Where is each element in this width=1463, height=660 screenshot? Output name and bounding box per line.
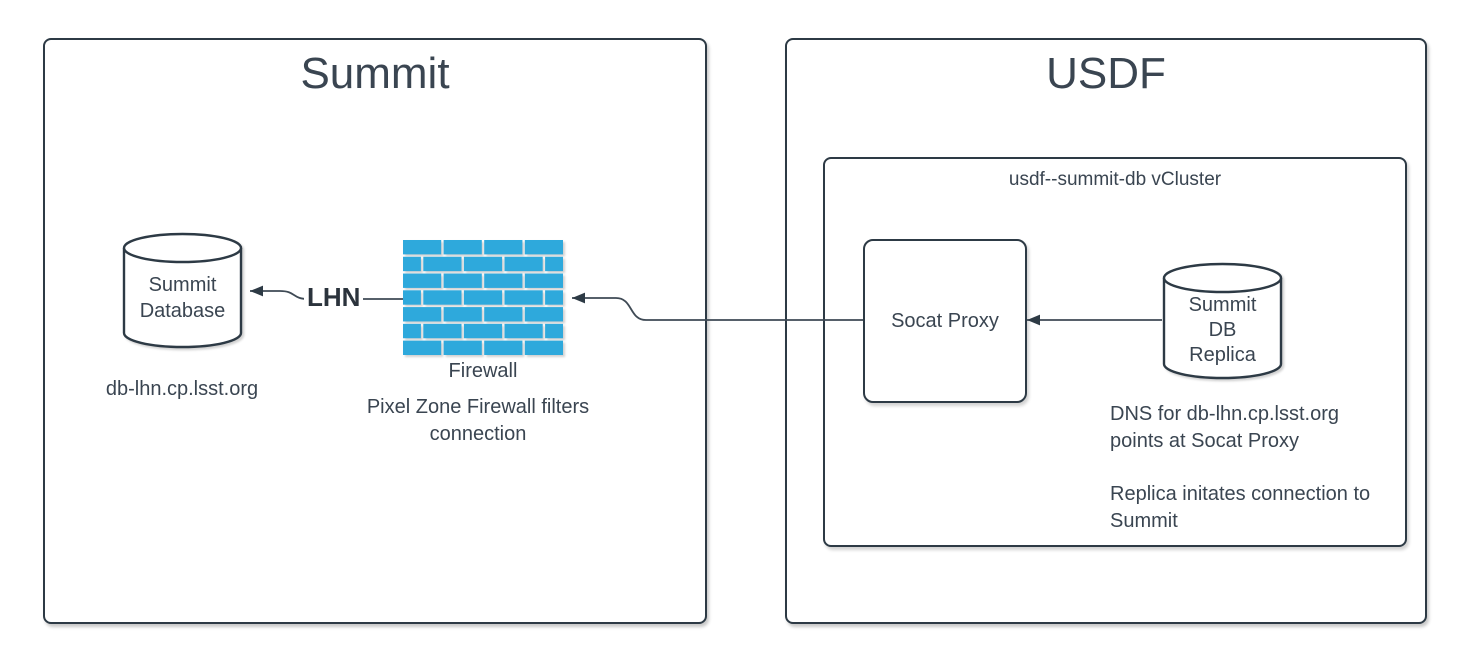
firewall-icon [403,240,563,355]
dns-note: DNS for db-lhn.cp.lsst.org points at Soc… [1110,401,1420,455]
firewall-caption: Pixel Zone Firewall filters connection [328,394,628,448]
database-cylinder-icon [1162,262,1283,380]
replica-label-line3: Replica [1189,343,1256,366]
replica-note-line1: Replica initates connection to [1110,483,1371,505]
summit-database-label: Summit Database [122,232,243,349]
lhn-link-label: LHN [304,283,364,311]
vcluster-notes: DNS for db-lhn.cp.lsst.org points at Soc… [1110,401,1420,535]
dns-note-line2: points at Socat Proxy [1110,430,1299,452]
replica-label-line2: DB [1208,318,1237,341]
summit-database-label-line1: Summit [148,273,217,296]
replica-label-line1: Summit [1188,293,1257,316]
database-cylinder-icon [122,232,243,349]
summit-database-caption: db-lhn.cp.lsst.org [105,378,259,400]
dns-note-line1: DNS for db-lhn.cp.lsst.org [1110,403,1339,425]
summit-database-label-line2: Database [139,299,226,322]
usdf-zone-title: USDF [1046,49,1166,98]
summit-db-replica-node: Summit DB Replica [1162,262,1283,380]
firewall-caption-line1: Pixel Zone Firewall filters [366,396,590,418]
vcluster-label: usdf--summit-db vCluster [1008,169,1222,190]
summit-db-replica-label: Summit DB Replica [1162,262,1283,380]
firewall-caption-line2: connection [429,423,527,445]
firewall-label: Firewall [448,360,518,382]
summit-database-node: Summit Database [122,232,243,349]
replica-note: Replica initates connection to Summit [1110,481,1420,535]
socat-proxy-label: Socat Proxy [891,309,999,332]
summit-zone-title: Summit [300,49,450,98]
socat-proxy-node: Socat Proxy [863,239,1027,403]
replica-note-line2: Summit [1110,510,1178,532]
